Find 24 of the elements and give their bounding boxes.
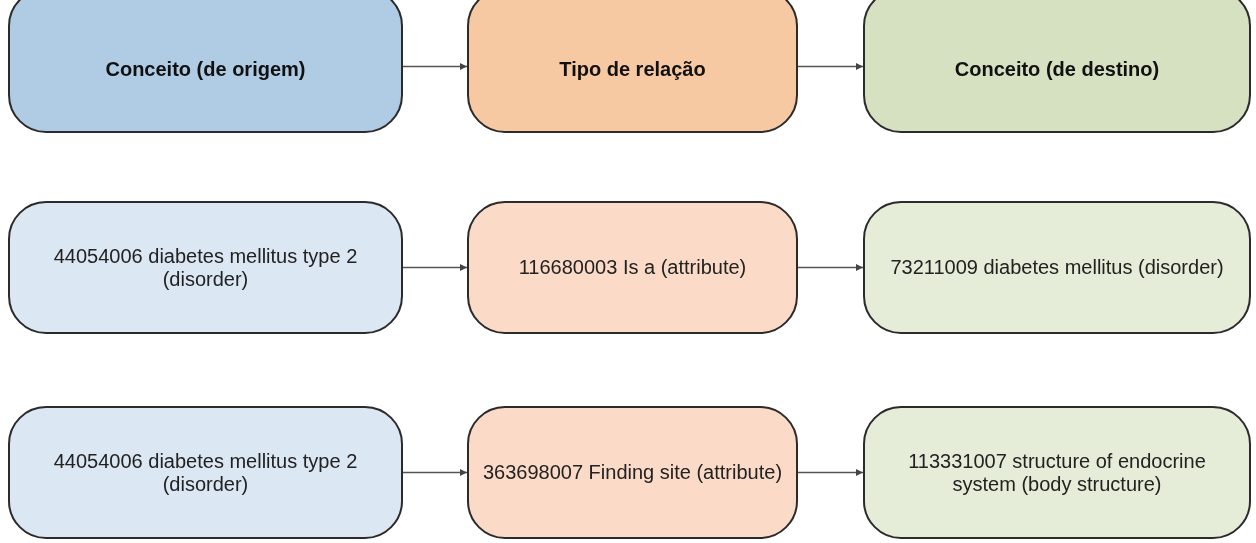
- arrow: [797, 469, 864, 476]
- node-text: 73211009 diabetes mellitus (disorder): [889, 256, 1225, 279]
- rounded-box: [8, 0, 403, 133]
- arrow: [402, 469, 468, 476]
- node-text: 116680003 Is a (attribute): [517, 256, 748, 279]
- rounded-box: [863, 406, 1251, 539]
- node-text: 44054006 diabetes mellitus type 2 (disorder): [52, 244, 359, 291]
- arrow: [402, 63, 468, 70]
- rounded-box: [8, 406, 403, 539]
- rounded-box: [863, 0, 1251, 133]
- rounded-box: [8, 201, 403, 334]
- node-text: 363698007 Finding site (attribute): [481, 461, 784, 484]
- rounded-box: [467, 406, 798, 539]
- node-text: Conceito (de destino): [953, 58, 1161, 81]
- node-text: 113331007 structure of endocrine system (body structure): [907, 449, 1207, 496]
- node-text: 44054006 diabetes mellitus type 2 (disorder): [52, 449, 359, 496]
- node-text: Tipo de relação: [558, 58, 707, 81]
- arrow: [797, 63, 864, 70]
- rounded-box: [467, 201, 798, 334]
- arrow: [402, 264, 468, 271]
- arrow: [797, 264, 864, 271]
- rounded-box: [467, 0, 798, 133]
- rounded-box: [863, 201, 1251, 334]
- node-text: Conceito (de origem): [104, 58, 307, 81]
